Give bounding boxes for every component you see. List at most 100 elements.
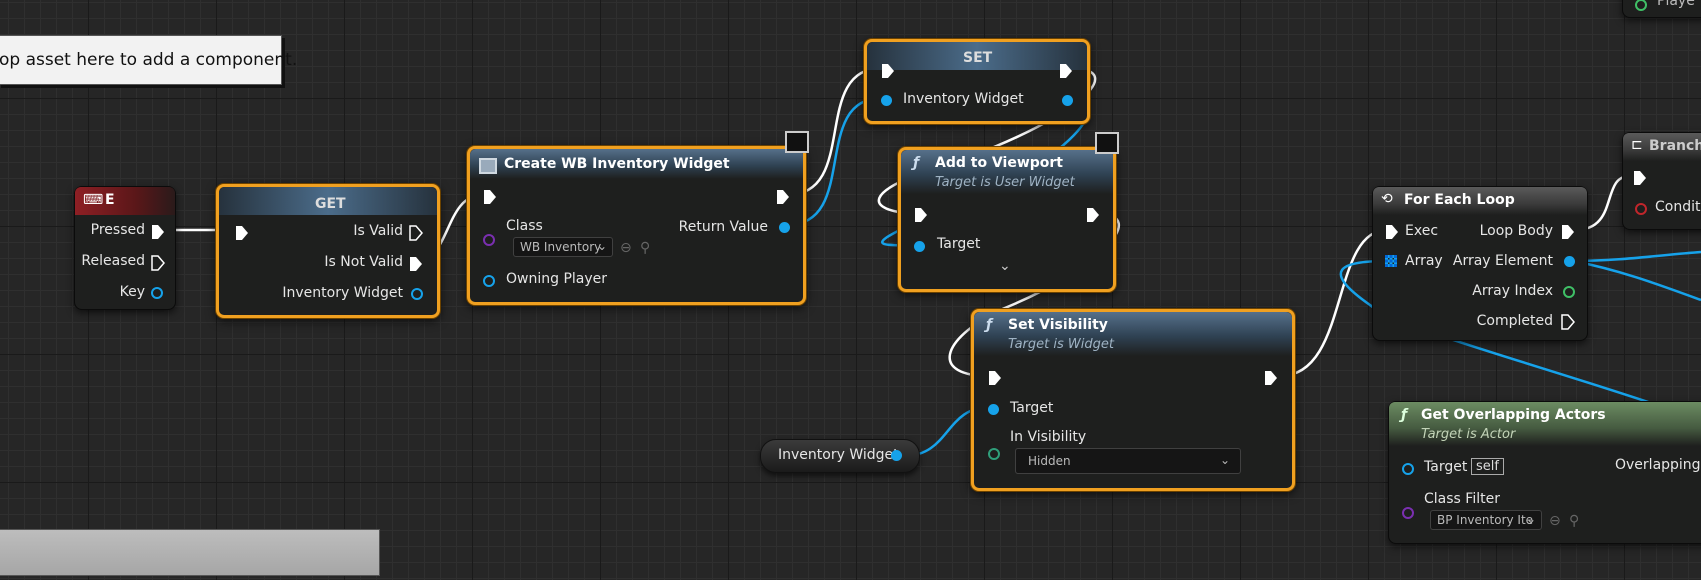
get-inventory-widget-pin[interactable] — [411, 288, 423, 300]
set-visibility-node[interactable]: ƒ Set Visibility Target is Widget Target… — [971, 309, 1295, 491]
loop-icon: ⟲ — [1381, 191, 1393, 207]
loop-body-exec-pin[interactable] — [1561, 224, 1575, 240]
key-pin[interactable] — [151, 287, 163, 299]
set-node[interactable]: SET Inventory Widget — [864, 39, 1090, 124]
array-label: Array — [1405, 253, 1443, 269]
add-viewport-header — [901, 150, 1113, 194]
return-value-pin[interactable] — [779, 222, 790, 233]
search-icon[interactable]: ⚲ — [640, 240, 651, 256]
browse-back-icon[interactable]: ⊖ — [1549, 513, 1561, 529]
wire-obj-foreach-elem — [1572, 250, 1701, 263]
overlap-title: Get Overlapping Actors — [1421, 407, 1606, 423]
loop-body-label: Loop Body — [1479, 223, 1553, 239]
branch-exec-in[interactable] — [1633, 170, 1647, 186]
branch-icon: ⊏ — [1631, 137, 1643, 153]
set-header — [867, 42, 1087, 70]
array-index-pin[interactable] — [1563, 286, 1575, 298]
condition-label: Condit — [1655, 199, 1701, 215]
pressed-exec-pin[interactable] — [151, 224, 165, 240]
set-exec-out[interactable] — [1059, 63, 1073, 79]
player-node[interactable]: Playe — [1622, 0, 1701, 18]
pressed-label: Pressed — [90, 222, 145, 238]
set-exec-in[interactable] — [881, 63, 895, 79]
create-widget-node[interactable]: Create WB Inventory Widget Class WB Inve… — [467, 131, 809, 305]
owning-player-pin[interactable] — [483, 275, 495, 287]
browse-back-icon[interactable]: ⊖ — [620, 240, 632, 256]
search-icon[interactable]: ⚲ — [1569, 513, 1580, 529]
branch-title: Branch — [1649, 138, 1701, 154]
chevron-down-icon: ⌄ — [596, 239, 607, 253]
class-filter-select-value: BP Inventory Ite — [1437, 513, 1534, 527]
for-each-exec-label: Exec — [1405, 223, 1439, 239]
create-exec-in[interactable] — [483, 189, 497, 205]
completed-exec-pin[interactable] — [1561, 314, 1575, 330]
key-label: Key — [119, 284, 145, 300]
completed-label: Completed — [1476, 313, 1553, 329]
get-exec-in[interactable] — [235, 225, 249, 241]
keyboard-icon: ⌨ — [83, 192, 104, 208]
class-select-value: WB Inventory — [520, 240, 602, 254]
branch-header — [1623, 133, 1701, 161]
add-viewport-title: Add to Viewport — [935, 155, 1063, 171]
array-element-pin[interactable] — [1564, 256, 1575, 267]
add-viewport-subtitle: Target is User Widget — [935, 175, 1075, 190]
function-icon: ƒ — [913, 155, 920, 171]
get-overlapping-actors-node[interactable]: ƒ Get Overlapping Actors Target is Actor… — [1388, 401, 1701, 544]
function-icon: ƒ — [986, 317, 993, 333]
add-to-viewport-node[interactable]: ƒ Add to Viewport Target is User Widget … — [898, 132, 1119, 292]
overlap-target-label: Target — [1424, 459, 1468, 475]
chevron-down-icon: ⌄ — [1525, 512, 1536, 526]
class-select[interactable]: WB Inventory ⌄ — [513, 237, 613, 257]
key-e-title: E — [105, 192, 115, 208]
create-widget-header — [470, 149, 803, 179]
bottom-panel — [0, 529, 380, 576]
wire-exec-create-set — [786, 66, 883, 197]
wire-obj-create-set — [786, 96, 883, 227]
overlapping-actors-label: Overlapping A — [1615, 457, 1701, 473]
return-value-label: Return Value — [678, 219, 768, 235]
is-not-valid-exec-pin[interactable] — [409, 256, 423, 272]
create-widget-title: Create WB Inventory Widget — [504, 156, 730, 172]
get-title: GET — [315, 196, 346, 212]
class-pin[interactable] — [483, 234, 495, 246]
create-exec-out[interactable] — [776, 189, 790, 205]
overlap-header — [1389, 402, 1701, 446]
released-exec-pin[interactable] — [151, 255, 165, 271]
get-node[interactable]: GET Is Valid Is Not Valid Inventory Widg… — [216, 184, 440, 318]
set-visibility-exec-out[interactable] — [1264, 370, 1278, 386]
add-viewport-exec-in[interactable] — [914, 207, 928, 223]
set-inventory-widget-in-pin[interactable] — [881, 95, 892, 106]
inventory-widget-variable-node[interactable]: Inventory Widget — [760, 439, 920, 473]
function-icon: ƒ — [1401, 407, 1408, 423]
wire-obj-foreach-elem2 — [1572, 259, 1701, 302]
array-grid-icon[interactable] — [1385, 255, 1397, 267]
class-filter-select[interactable]: BP Inventory Ite ⌄ — [1430, 510, 1542, 530]
monitor-icon — [785, 131, 809, 153]
add-viewport-target-pin[interactable] — [914, 241, 925, 252]
player-pin[interactable] — [1635, 0, 1647, 11]
for-each-loop-node[interactable]: ⟲ For Each Loop Exec Loop Body Array Arr… — [1372, 186, 1588, 341]
class-filter-pin[interactable] — [1402, 507, 1414, 519]
add-viewport-target-label: Target — [937, 236, 981, 252]
is-valid-exec-pin[interactable] — [409, 225, 423, 241]
add-viewport-exec-out[interactable] — [1086, 207, 1100, 223]
set-inventory-widget-label: Inventory Widget — [903, 91, 1024, 107]
array-element-label: Array Element — [1452, 253, 1553, 269]
expand-chevron-icon[interactable]: ⌄ — [999, 258, 1011, 274]
hint-text: op asset here to add a component. — [0, 50, 298, 70]
class-filter-label: Class Filter — [1424, 491, 1500, 507]
overlap-target-pin[interactable] — [1402, 463, 1414, 475]
in-visibility-pin[interactable] — [988, 448, 1000, 460]
condition-pin[interactable] — [1635, 203, 1647, 215]
visibility-select[interactable]: Hidden ⌄ — [1015, 448, 1241, 474]
inventory-widget-variable-pin[interactable] — [891, 450, 902, 461]
set-inventory-widget-out-pin[interactable] — [1062, 95, 1073, 106]
overlap-subtitle: Target is Actor — [1421, 427, 1516, 442]
branch-node[interactable]: ⊏ Branch Condit — [1622, 132, 1701, 230]
set-visibility-target-pin[interactable] — [988, 404, 999, 415]
set-title: SET — [963, 50, 993, 66]
set-visibility-subtitle: Target is Widget — [1008, 337, 1114, 352]
set-visibility-exec-in[interactable] — [988, 370, 1002, 386]
for-each-exec-in[interactable] — [1385, 224, 1399, 240]
key-e-event-node[interactable]: ⌨ E Pressed Released Key — [74, 186, 176, 310]
